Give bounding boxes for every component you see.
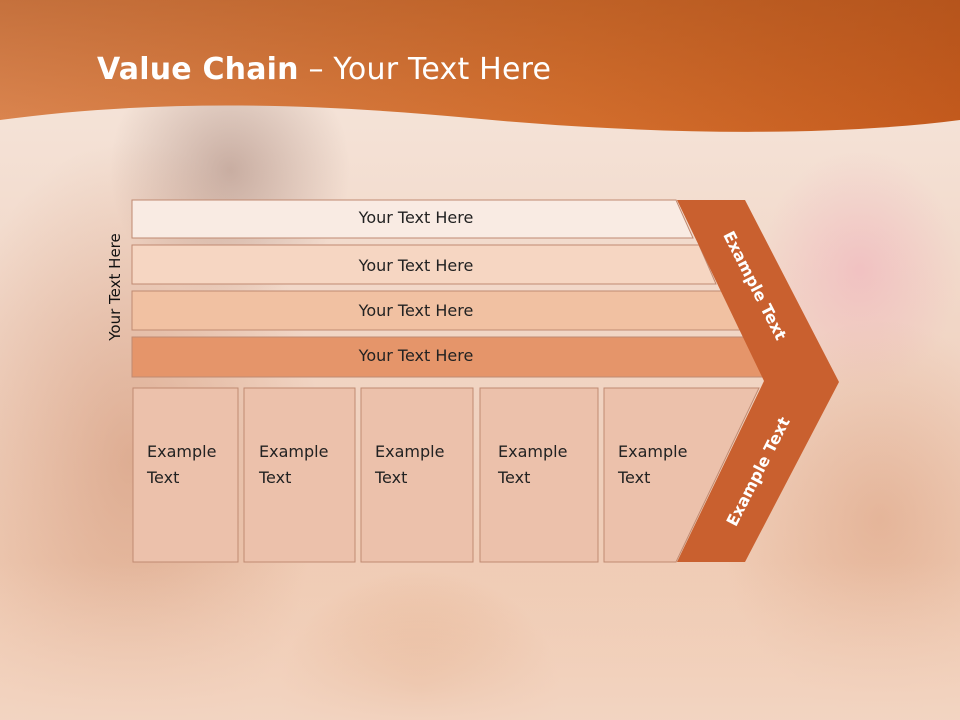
bar-label-4: Your Text Here [358,346,474,365]
slide-title: Value Chain – Your Text Here [97,52,551,87]
reflection-fade [0,562,960,720]
header-band [0,0,960,132]
box-1[interactable] [132,387,239,563]
title-bold: Value Chain [97,52,299,87]
title-rest: – Your Text Here [298,52,552,87]
bar-label-3: Your Text Here [358,301,474,320]
box-3[interactable] [360,387,474,563]
bar-label-1: Your Text Here [358,208,474,227]
bar-2[interactable] [131,244,717,285]
bar-label-2: Your Text Here [358,256,474,275]
box-2[interactable] [243,387,356,563]
margin-chevron[interactable] [677,200,839,562]
box-4[interactable] [479,387,599,563]
bar-1[interactable] [131,199,694,239]
